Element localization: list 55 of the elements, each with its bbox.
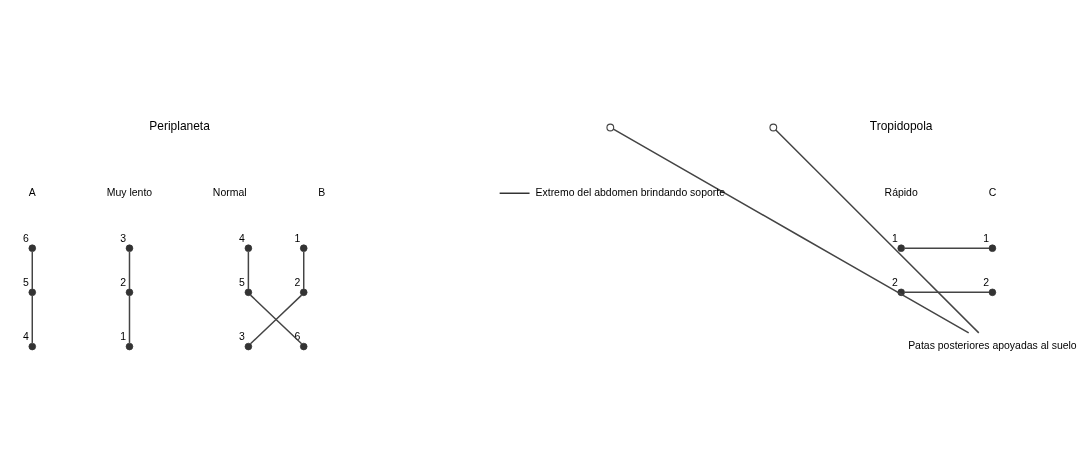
connector — [128, 295, 131, 344]
node-label: 1 — [294, 233, 301, 245]
node-label: 2 — [120, 277, 127, 289]
connector — [128, 251, 131, 290]
label: Muy lento — [106, 186, 153, 198]
node-circle — [244, 288, 253, 297]
node-label: 4 — [23, 331, 29, 343]
label: Rápido — [884, 186, 918, 198]
node-label: 4 — [239, 233, 245, 245]
node-label: 5 — [239, 277, 245, 289]
node-circle — [606, 123, 615, 132]
node-label: 3 — [120, 233, 127, 245]
node-label: 6 — [294, 331, 301, 343]
node-circle — [28, 342, 36, 351]
connector — [904, 247, 990, 249]
connector — [904, 291, 990, 294]
node-label: 6 — [23, 233, 29, 245]
node-circle — [769, 123, 778, 132]
node-circle — [897, 244, 905, 252]
node-circle — [300, 244, 308, 252]
label: Normal — [212, 186, 247, 198]
node-circle — [28, 244, 36, 252]
label: Periplaneta — [149, 119, 210, 134]
node-label: 1 — [120, 331, 127, 343]
node-label: 5 — [23, 277, 29, 289]
node-label: 2 — [891, 277, 898, 289]
node-circle — [988, 244, 997, 252]
connector — [247, 251, 250, 290]
node-label: 2 — [294, 277, 301, 289]
node-circle — [244, 244, 253, 252]
node-circle — [28, 288, 36, 297]
node-text: Patas posteriores apoyadas al suelo — [908, 340, 1077, 352]
node-label: 1 — [891, 233, 898, 245]
label: C — [988, 186, 997, 198]
connector — [31, 295, 34, 344]
connector — [302, 251, 305, 290]
label: B — [318, 186, 326, 198]
node-circle — [300, 288, 308, 297]
connector — [612, 128, 970, 334]
connector — [31, 251, 34, 290]
node-circle — [125, 288, 134, 297]
connector — [775, 129, 980, 334]
node-label: 2 — [983, 277, 989, 289]
node-circle — [125, 244, 134, 252]
node-circle — [897, 288, 905, 297]
node-label: 3 — [239, 331, 245, 343]
legend-label: Extremo del abdomen brindando soporte — [535, 187, 725, 199]
node-circle — [244, 342, 253, 351]
node-label: 1 — [983, 233, 989, 245]
node-circle — [300, 342, 308, 351]
node-circle — [125, 342, 134, 351]
connector — [249, 294, 303, 345]
label: Tropidopola — [869, 119, 933, 134]
node-circle — [988, 288, 997, 297]
label: A — [28, 186, 36, 198]
